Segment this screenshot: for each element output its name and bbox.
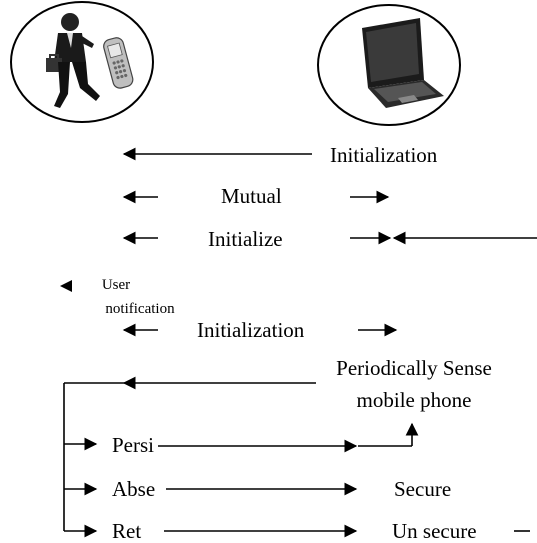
label-user: User [101,277,131,293]
arrows [63,147,537,538]
laptop-node [317,4,461,126]
label-abse: Abse [112,477,156,501]
user-notification-arrowhead [60,280,72,292]
mobile-user-node [10,1,154,123]
label-initialization-top: Initialization [330,143,438,167]
label-mutual: Mutual [221,184,282,208]
label-ret: Ret [112,519,142,543]
label-secure: Secure [394,477,452,501]
laptop-icon [362,18,444,108]
businessman-with-phone-icon [46,13,134,108]
label-persi: Persi [112,433,154,457]
laptop-circle [317,4,461,126]
label-mobile-phone: mobile phone [356,388,472,412]
label-periodically-sense: Periodically Sense [336,356,492,380]
label-notification: notification [105,301,175,317]
label-initialize: Initialize [208,227,283,251]
label-unsecure: Un secure [392,519,477,543]
mobile-user-circle [10,1,154,123]
label-initialization-mid: Initialization [197,318,305,342]
